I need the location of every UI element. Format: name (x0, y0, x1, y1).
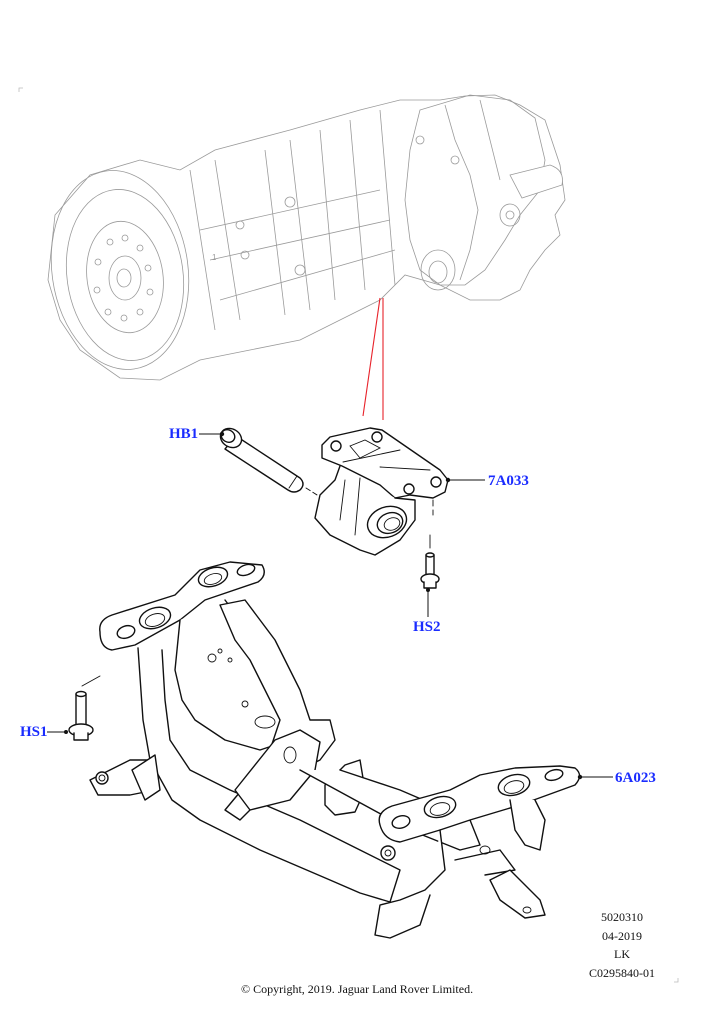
reference-block: 5020310 04-2019 LK C0295840-01 (572, 908, 672, 982)
transmission-leader-line-1 (362, 297, 381, 417)
mount-bolt-hs2 (420, 534, 440, 589)
reference-date: 04-2019 (602, 928, 642, 943)
crossmember-bolt-hs1 (68, 675, 101, 741)
reference-number: 5020310 (601, 910, 643, 924)
callout-hs1[interactable]: HS1 (20, 724, 48, 740)
callout-hb1[interactable]: HB1 (169, 426, 199, 442)
copyright-notice: © Copyright, 2019. Jaguar Land Rover Lim… (241, 982, 474, 996)
crop-mark-bottom-right (674, 978, 679, 983)
mounting-bolt-hb1 (219, 427, 326, 501)
callout-leaders (47, 431, 613, 780)
callout-hs2[interactable]: HS2 (413, 619, 441, 635)
callout-7a033[interactable]: 7A033 (488, 473, 529, 489)
svg-text:1: 1 (212, 253, 217, 262)
transmission-mount-7a033 (314, 427, 449, 556)
reference-code: LK (614, 947, 630, 961)
callout-6a023[interactable]: 6A023 (615, 770, 656, 786)
crop-mark-top-left (18, 87, 23, 92)
crossmember-6a023 (89, 561, 581, 939)
transmission-assembly: 1 (47, 94, 566, 381)
illustration-id: C0295840-01 (589, 965, 655, 980)
